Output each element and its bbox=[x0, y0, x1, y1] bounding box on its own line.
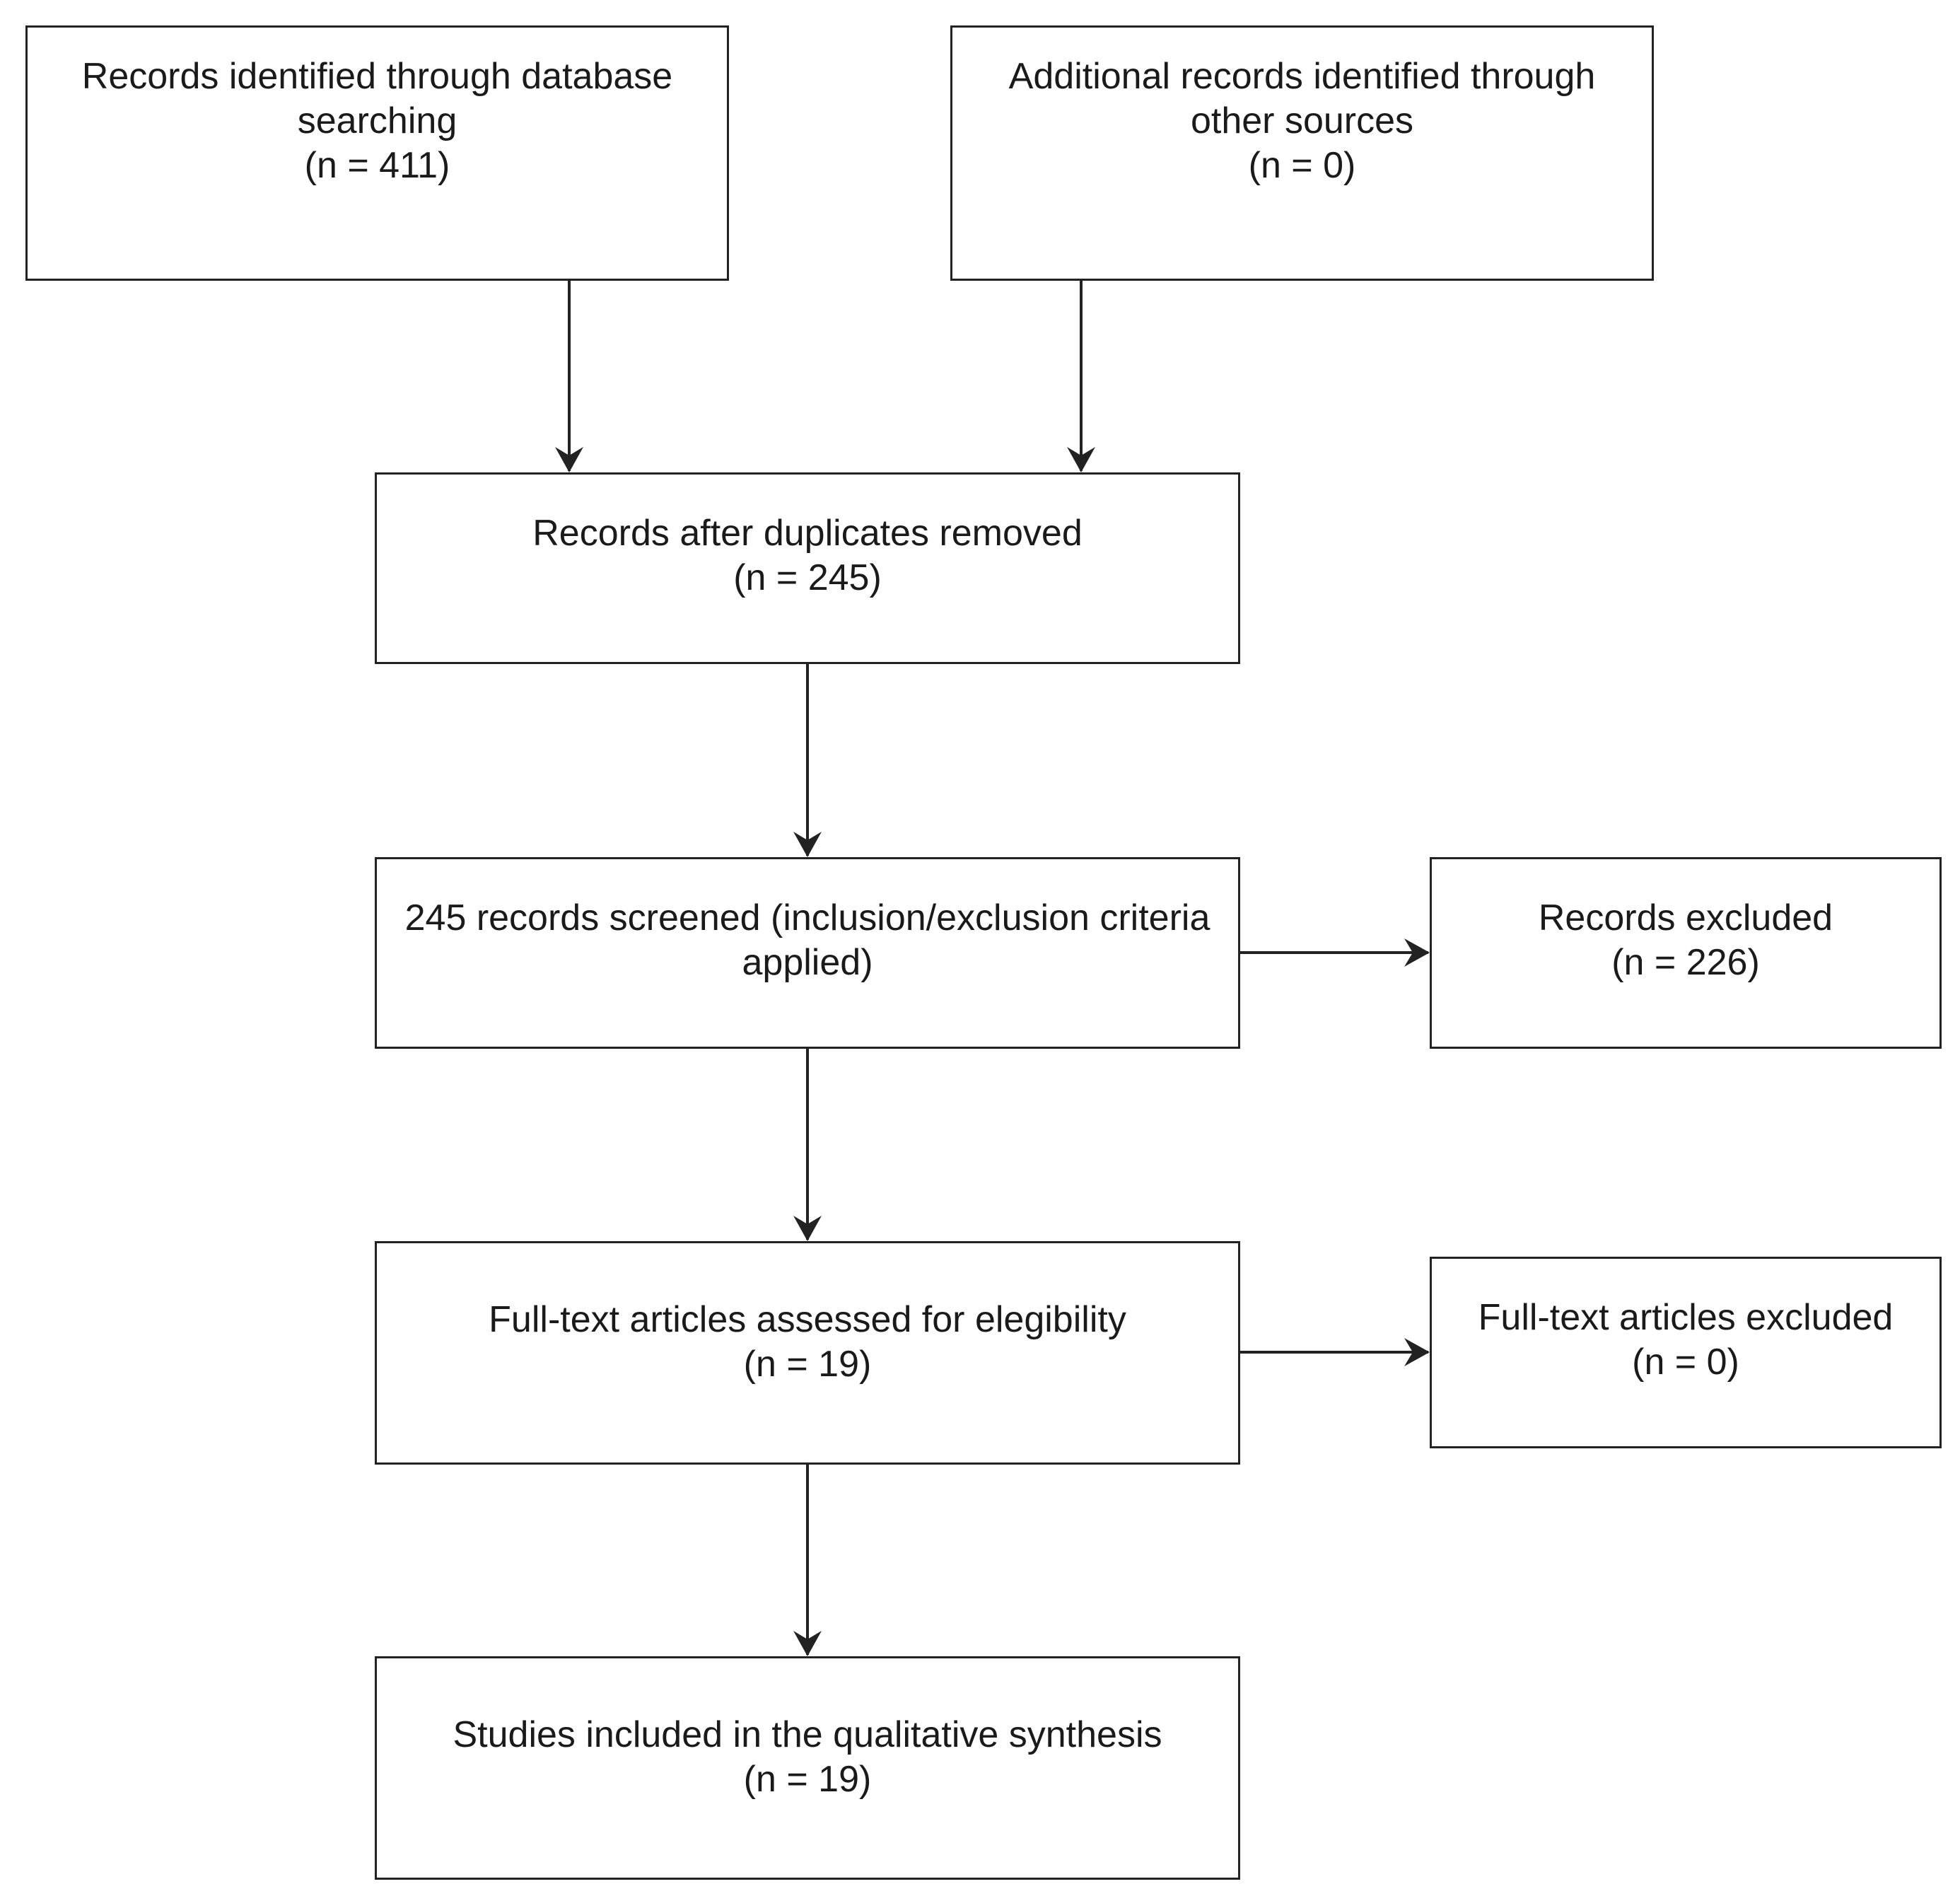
box-text-line: Full-text articles assessed for elegibil… bbox=[489, 1299, 1126, 1340]
arrowhead-fulltext-to-included bbox=[793, 1631, 822, 1656]
box-text-line: searching bbox=[297, 100, 457, 141]
box-text-line: other sources bbox=[1190, 100, 1414, 141]
box-count: (n = 411) bbox=[304, 145, 450, 186]
studies-included-box: Studies included in the qualitative synt… bbox=[375, 1656, 1240, 1880]
box-count: (n = 226) bbox=[1611, 941, 1760, 983]
box-text-line: Records excluded bbox=[1538, 897, 1833, 938]
records-screened-box: 245 records screened (inclusion/exclusio… bbox=[375, 857, 1240, 1049]
additional-records-other-sources-box: Additional records identified through ot… bbox=[950, 25, 1654, 281]
records-after-duplicates-box: Records after duplicates removed (n = 24… bbox=[375, 472, 1240, 664]
arrowhead-screened-to-fulltext bbox=[793, 1216, 822, 1241]
box-count: (n = 19) bbox=[743, 1759, 872, 1800]
fulltext-excluded-box: Full-text articles excluded (n = 0) bbox=[1430, 1257, 1942, 1448]
box-text-line: Records after duplicates removed bbox=[532, 512, 1083, 554]
box-text-line: Studies included in the qualitative synt… bbox=[453, 1714, 1162, 1755]
box-text-line: 245 records screened (inclusion/exclusio… bbox=[404, 897, 1211, 938]
arrowhead-database-to-dedup bbox=[555, 447, 583, 472]
box-text-line: Records identified through database bbox=[81, 56, 673, 97]
box-count: (n = 0) bbox=[1248, 145, 1356, 186]
box-text-line: applied) bbox=[742, 941, 873, 983]
box-count: (n = 245) bbox=[733, 557, 882, 598]
box-count: (n = 19) bbox=[743, 1344, 872, 1385]
arrowhead-screened-to-excluded bbox=[1404, 938, 1430, 967]
arrowhead-dedup-to-screened bbox=[793, 832, 822, 857]
records-identified-database-box: Records identified through database sear… bbox=[25, 25, 729, 281]
arrowhead-fulltext-to-ftexcluded bbox=[1404, 1338, 1430, 1366]
arrowhead-other-to-dedup bbox=[1067, 447, 1095, 472]
box-text-line: Full-text articles excluded bbox=[1478, 1296, 1894, 1338]
fulltext-assessed-box: Full-text articles assessed for elegibil… bbox=[375, 1241, 1240, 1465]
box-text-line: Additional records identified through bbox=[1008, 56, 1596, 97]
records-excluded-box: Records excluded (n = 226) bbox=[1430, 857, 1942, 1049]
box-count: (n = 0) bbox=[1632, 1341, 1739, 1383]
